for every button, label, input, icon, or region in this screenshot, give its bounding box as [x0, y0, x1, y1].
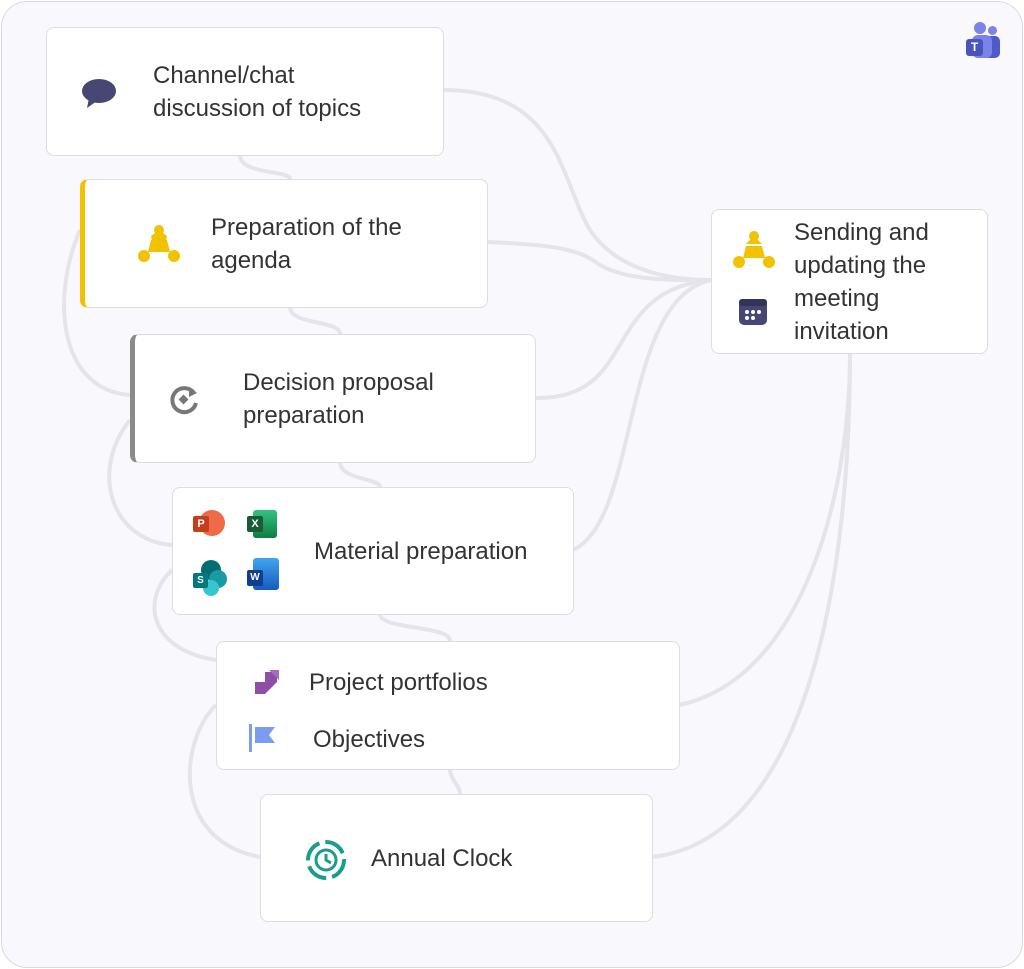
project-portfolios-label: Project portfolios	[309, 669, 488, 696]
card-portfolio-objectives[interactable]: Project portfolios Objectives	[216, 641, 680, 770]
arrow-icon	[255, 670, 279, 694]
excel-icon: X	[247, 510, 279, 538]
card-label: Material preparation	[314, 537, 528, 565]
word-icon: W	[247, 558, 283, 592]
speech-bubble-icon	[82, 79, 116, 108]
calendar-icon	[739, 299, 767, 325]
powerpoint-icon: P	[193, 510, 225, 538]
flag-icon	[249, 724, 275, 752]
sharepoint-icon: S	[193, 560, 229, 596]
refresh-icon	[170, 386, 198, 415]
hexagon-nodes-icon	[138, 225, 180, 262]
card-label: Annual Clock	[371, 844, 513, 872]
objectives-label: Objectives	[313, 726, 426, 753]
teams-icon: T	[966, 22, 1002, 60]
card-material-preparation[interactable]: P X S W Material preparation	[172, 487, 574, 615]
card-annual-clock[interactable]: Annual Clock	[260, 794, 653, 922]
clock-icon	[306, 840, 346, 880]
hexagon-nodes-icon	[733, 231, 775, 268]
